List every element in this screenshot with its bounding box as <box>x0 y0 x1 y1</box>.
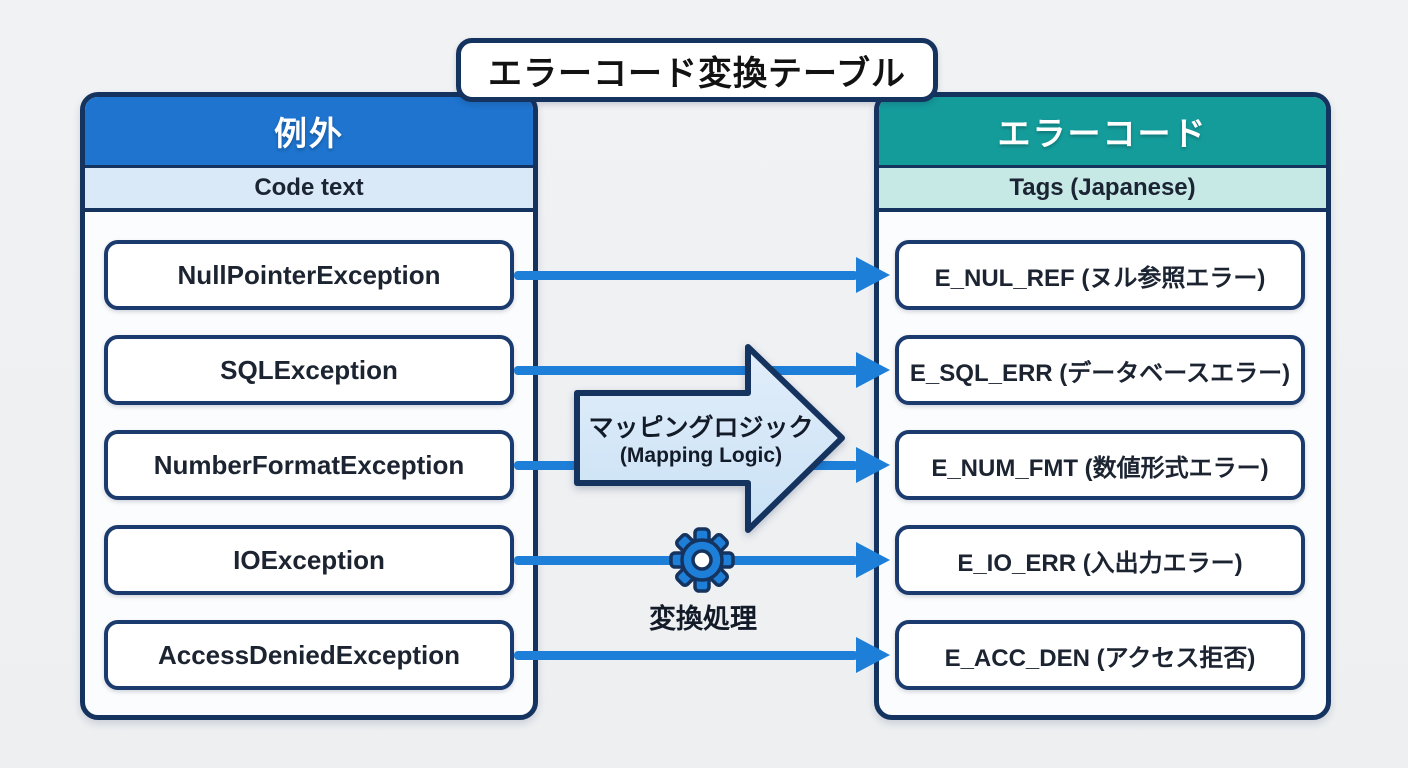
exception-item-label: NumberFormatException <box>153 449 465 480</box>
arrow-line <box>514 651 858 660</box>
arrow-line <box>514 366 858 375</box>
errorcode-item-nul-ref: E_NUL_REF (ヌル参照エラー) <box>895 240 1305 310</box>
errorcode-panel: エラーコード Tags (Japanese) <box>874 92 1331 720</box>
mapping-logic-arrow-icon <box>574 344 845 533</box>
exception-item-sql: SQLException <box>104 335 514 405</box>
errorcode-item-label: E_NUM_FMT (数値形式エラー) <box>931 454 1269 482</box>
errorcode-item-label: E_IO_ERR (入出力エラー) <box>957 549 1243 577</box>
exception-panel-subtitle: Code text <box>254 174 364 201</box>
arrow-head-icon <box>856 352 890 388</box>
arrow-line <box>514 271 858 280</box>
errorcode-item-acc-den: E_ACC_DEN (アクセス拒否) <box>895 620 1305 690</box>
arrow-head-icon <box>856 637 890 673</box>
exception-item-label: IOException <box>233 544 385 575</box>
errorcode-item-sql-err: E_SQL_ERR (データベースエラー) <box>895 335 1305 405</box>
process-label: 変換処理 <box>628 597 778 636</box>
errorcode-item-label: E_NUL_REF (ヌル参照エラー) <box>934 264 1266 292</box>
mapping-logic-label-jp: マッピングロジック <box>588 414 814 442</box>
arrow-head-icon <box>856 447 890 483</box>
errorcode-panel-header: エラーコード <box>879 97 1326 168</box>
exception-panel-subheader: Code text <box>85 168 533 212</box>
errorcode-panel-subheader: Tags (Japanese) <box>879 168 1326 212</box>
errorcode-panel-title: エラーコード <box>997 115 1208 152</box>
exception-item-numberformat: NumberFormatException <box>104 430 514 500</box>
process-label-text: 変換処理 <box>649 604 757 634</box>
mapping-logic-label-en: (Mapping Logic) <box>619 444 783 467</box>
exception-item-label: NullPointerException <box>177 259 441 290</box>
exception-item-label: AccessDeniedException <box>157 639 460 670</box>
errorcode-item-label: E_SQL_ERR (データベースエラー) <box>909 359 1291 387</box>
diagram-title-box: エラーコード変換テーブル <box>456 38 938 102</box>
arrow-head-icon <box>856 542 890 578</box>
errorcode-item-num-fmt: E_NUM_FMT (数値形式エラー) <box>895 430 1305 500</box>
diagram-title: エラーコード変換テーブル <box>488 54 906 93</box>
exception-panel-title: 例外 <box>274 115 344 152</box>
exception-panel: 例外 Code text <box>80 92 538 720</box>
gear-icon <box>666 524 738 596</box>
exception-item-io: IOException <box>104 525 514 595</box>
exception-item-accessdenied: AccessDeniedException <box>104 620 514 690</box>
exception-item-nullpointer: NullPointerException <box>104 240 514 310</box>
mapping-logic-label: マッピングロジック (Mapping Logic) <box>578 402 824 474</box>
errorcode-item-io-err: E_IO_ERR (入出力エラー) <box>895 525 1305 595</box>
exception-item-label: SQLException <box>220 354 398 385</box>
errorcode-panel-subtitle: Tags (Japanese) <box>1009 174 1196 201</box>
exception-panel-header: 例外 <box>85 97 533 168</box>
errorcode-item-label: E_ACC_DEN (アクセス拒否) <box>944 644 1256 672</box>
arrow-head-icon <box>856 257 890 293</box>
